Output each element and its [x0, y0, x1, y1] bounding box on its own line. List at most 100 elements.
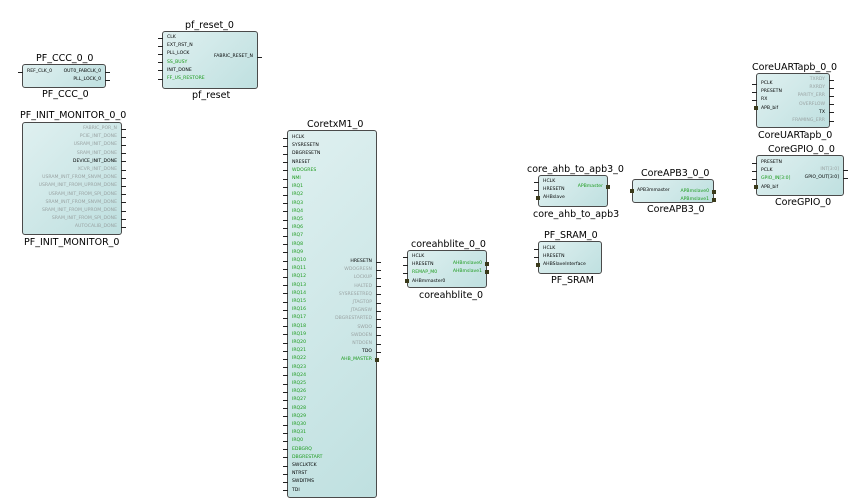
pin-connector[interactable] [158, 45, 163, 47]
pin-connector[interactable] [18, 71, 23, 73]
pin-connector[interactable] [752, 162, 757, 164]
pin-connector[interactable] [403, 256, 408, 258]
pin-in-pll-lock[interactable]: PLL_LOCK [167, 51, 190, 57]
pin-in-ahbslaveinterface[interactable]: AHBSlaveInterface [543, 262, 586, 268]
pin-in-irq24[interactable]: IRQ24 [292, 372, 307, 378]
pin-in-ahbslave[interactable]: AHBslave [543, 195, 565, 201]
pin-out-apbmslave0[interactable]: APBmslave0 [680, 189, 710, 194]
pin-in-apb-bif[interactable]: APB_bif [761, 105, 779, 111]
pin-connector[interactable] [283, 317, 288, 319]
pin-connector[interactable] [283, 178, 288, 180]
pin-in-sysresetn[interactable]: SYSRESETN [292, 143, 319, 149]
pin-connector[interactable] [752, 91, 757, 93]
pin-out-ntdoen[interactable]: NTDOEN [352, 341, 372, 346]
pin-connector[interactable] [752, 99, 757, 101]
pin-in-swclktck[interactable]: SWCLKTCK [292, 463, 317, 468]
pin-in-irq28[interactable]: IRQ28 [292, 405, 307, 411]
pin-out-tdo[interactable]: TDO [362, 349, 372, 355]
pin-connector[interactable] [121, 177, 126, 179]
pin-out-swdo[interactable]: SWDO [357, 324, 372, 330]
pin-connector[interactable] [283, 383, 288, 385]
pin-connector[interactable] [752, 178, 757, 180]
pin-out-framing-err[interactable]: FRAMING_ERR [792, 118, 825, 123]
pin-connector[interactable] [534, 256, 539, 258]
pin-out-overflow[interactable]: OVERFLOW [799, 101, 825, 107]
pin-connector[interactable] [158, 53, 163, 55]
pin-connector[interactable] [283, 465, 288, 467]
pin-in-hclk[interactable]: HCLK [292, 135, 305, 140]
pin-connector[interactable] [283, 481, 288, 483]
pin-in-irq22[interactable]: IRQ22 [292, 356, 307, 362]
pin-in-presetn[interactable]: PRESETN [761, 160, 782, 165]
pin-in-gpio-in-3-0-[interactable]: GPIO_IN[3:0] [761, 176, 791, 182]
pin-connector[interactable] [752, 83, 757, 85]
pin-out-usram-init-done[interactable]: USRAM_INIT_DONE [73, 142, 117, 148]
pin-in-rx[interactable]: RX [761, 97, 768, 103]
pin-connector[interactable] [283, 162, 288, 164]
pin-in-irq31[interactable]: IRQ31 [292, 430, 307, 436]
pin-connector[interactable] [403, 272, 408, 274]
pin-connector[interactable] [283, 326, 288, 328]
pin-out-wdogresn[interactable]: WDOGRESN [344, 267, 372, 273]
pin-connector[interactable] [158, 78, 163, 80]
pin-in-apb-bif[interactable]: APB_bif [761, 184, 779, 190]
pin-out-sram-init-from-uprom-done[interactable]: SRAM_INIT_FROM_UPROM_DONE [42, 208, 117, 213]
pin-in-hresetn[interactable]: HRESETN [412, 262, 434, 268]
pin-connector[interactable] [283, 391, 288, 393]
pin-out-hresetn[interactable]: HRESETN [350, 259, 372, 264]
pin-connector[interactable] [283, 203, 288, 205]
pin-in-clk[interactable]: CLK [167, 35, 176, 40]
pin-in-irq23[interactable]: IRQ23 [292, 364, 307, 370]
pin-in-irq9[interactable]: IRQ9 [292, 249, 304, 255]
pin-connector[interactable] [376, 286, 381, 288]
pin-in-irq25[interactable]: IRQ25 [292, 381, 307, 386]
pin-connector[interactable] [754, 106, 758, 111]
pin-connector[interactable] [121, 226, 126, 228]
pin-connector[interactable] [121, 153, 126, 155]
pin-connector[interactable] [829, 120, 834, 122]
pin-in-hclk[interactable]: HCLK [543, 179, 556, 184]
pin-connector[interactable] [283, 358, 288, 360]
pin-in-hresetn[interactable]: HRESETN [543, 187, 565, 193]
pin-out-jtagnsw[interactable]: JTAGNSW [350, 308, 372, 314]
pin-in-wdogres[interactable]: WDOGRES [292, 167, 317, 173]
pin-connector[interactable] [283, 276, 288, 278]
pin-out-swdoen[interactable]: SWDOEN [351, 332, 372, 338]
pin-in-irq5[interactable]: IRQ5 [292, 217, 304, 222]
pin-connector[interactable] [376, 310, 381, 312]
pin-out-rxrdy[interactable]: RXRDY [809, 85, 825, 91]
pin-connector[interactable] [376, 335, 381, 337]
pin-in-tdi[interactable]: TDI [292, 487, 300, 493]
pin-in-irq21[interactable]: IRQ21 [292, 348, 307, 354]
pin-connector[interactable] [712, 189, 716, 194]
pin-connector[interactable] [283, 194, 288, 196]
pin-out-lockup[interactable]: LOCKUP [353, 275, 372, 281]
pin-connector[interactable] [283, 473, 288, 475]
pin-out-fabric-por-n[interactable]: FABRIC_POR_N [83, 126, 117, 131]
pin-out-usram-init-from-uprom-done[interactable]: USRAM_INIT_FROM_UPROM_DONE [38, 183, 117, 189]
pin-connector[interactable] [754, 185, 758, 190]
pin-connector[interactable] [712, 197, 716, 202]
pin-in-irq8[interactable]: IRQ8 [292, 241, 304, 247]
pin-in-irq6[interactable]: IRQ6 [292, 225, 304, 231]
pin-in-irq12[interactable]: IRQ12 [292, 274, 307, 280]
pin-connector[interactable] [283, 342, 288, 344]
pin-connector[interactable] [283, 219, 288, 221]
pin-out-gpio-out-3-0-[interactable]: GPIO_OUT[3:0] [804, 175, 839, 181]
pin-out-sram-init-from-snvm-done[interactable]: SRAM_INIT_FROM_SNVM_DONE [45, 199, 117, 205]
pin-connector[interactable] [536, 195, 540, 200]
pin-connector[interactable] [283, 252, 288, 254]
pin-connector[interactable] [283, 293, 288, 295]
pin-connector[interactable] [283, 375, 288, 377]
pin-connector[interactable] [534, 181, 539, 183]
pin-in-dbgrestart[interactable]: DBGRESTART [292, 454, 323, 460]
pin-connector[interactable] [376, 294, 381, 296]
pin-connector[interactable] [536, 262, 540, 267]
pin-connector[interactable] [121, 136, 126, 138]
pin-in-hclk[interactable]: HCLK [412, 254, 425, 259]
pin-connector[interactable] [843, 177, 848, 179]
pin-connector[interactable] [283, 235, 288, 237]
pin-out-out0-fabclk-0[interactable]: OUT0_FABCLK_0 [63, 69, 101, 74]
